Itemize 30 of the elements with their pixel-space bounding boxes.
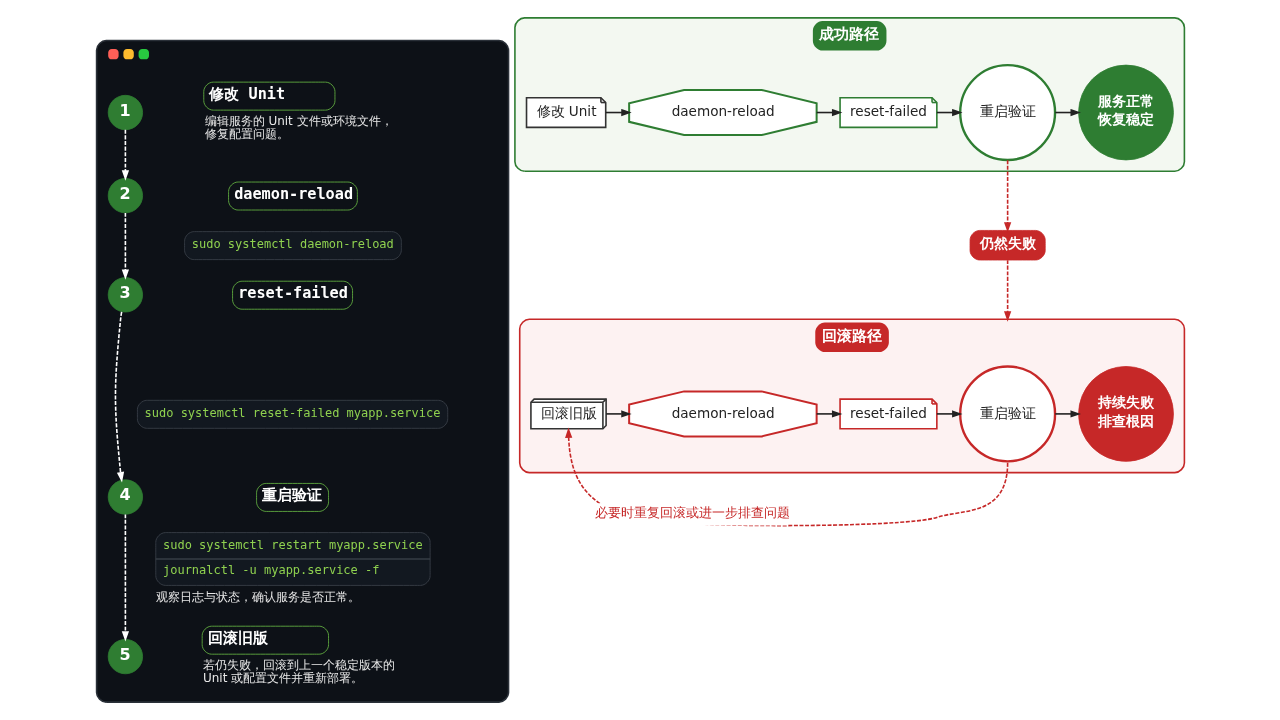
- node-box: daemon-reload: [227, 181, 358, 211]
- node-circle: 2: [107, 178, 143, 214]
- cluster: [95, 39, 509, 703]
- node-circle: 1: [107, 94, 143, 131]
- node-box: 重启验证: [255, 483, 329, 512]
- arrow: [604, 410, 632, 418]
- node-circle: 重启验证: [958, 365, 1056, 463]
- node-box: 回滚旧版: [201, 625, 329, 655]
- arrow: [815, 410, 842, 418]
- node-circle: 重启验证: [958, 63, 1056, 162]
- node-circle: 5: [107, 639, 143, 675]
- edge-label: 必要时重复回滚或进一步排查问题: [594, 505, 790, 521]
- node-label: 编辑服务的 Unit 文件或环境文件，修复配置问题。: [204, 113, 393, 142]
- arrow: [1003, 159, 1011, 233]
- node-circle: 服务正常 恢复稳定: [1077, 64, 1174, 161]
- arrow: [1053, 410, 1081, 418]
- node-box: 仍然失败: [969, 230, 1046, 261]
- arrow: [1003, 259, 1011, 322]
- node-circle: 4: [107, 479, 143, 515]
- arrow: [121, 212, 129, 280]
- arrow: [114, 311, 124, 483]
- node-box: reset-failed: [231, 280, 353, 310]
- node-box: 修改 Unit: [202, 81, 335, 111]
- node-circle: 3: [107, 277, 143, 313]
- arrow: [935, 410, 962, 418]
- node-label: 观察日志与状态，确认服务是否正常。: [155, 589, 360, 604]
- arrow: [121, 513, 129, 642]
- node-circle: 持续失败 排查根因: [1077, 366, 1174, 462]
- arrow: [121, 129, 129, 181]
- node-label: 若仍失败，回滚到上一个稳定版本的 Unit 或配置文件并重新部署。: [202, 657, 395, 686]
